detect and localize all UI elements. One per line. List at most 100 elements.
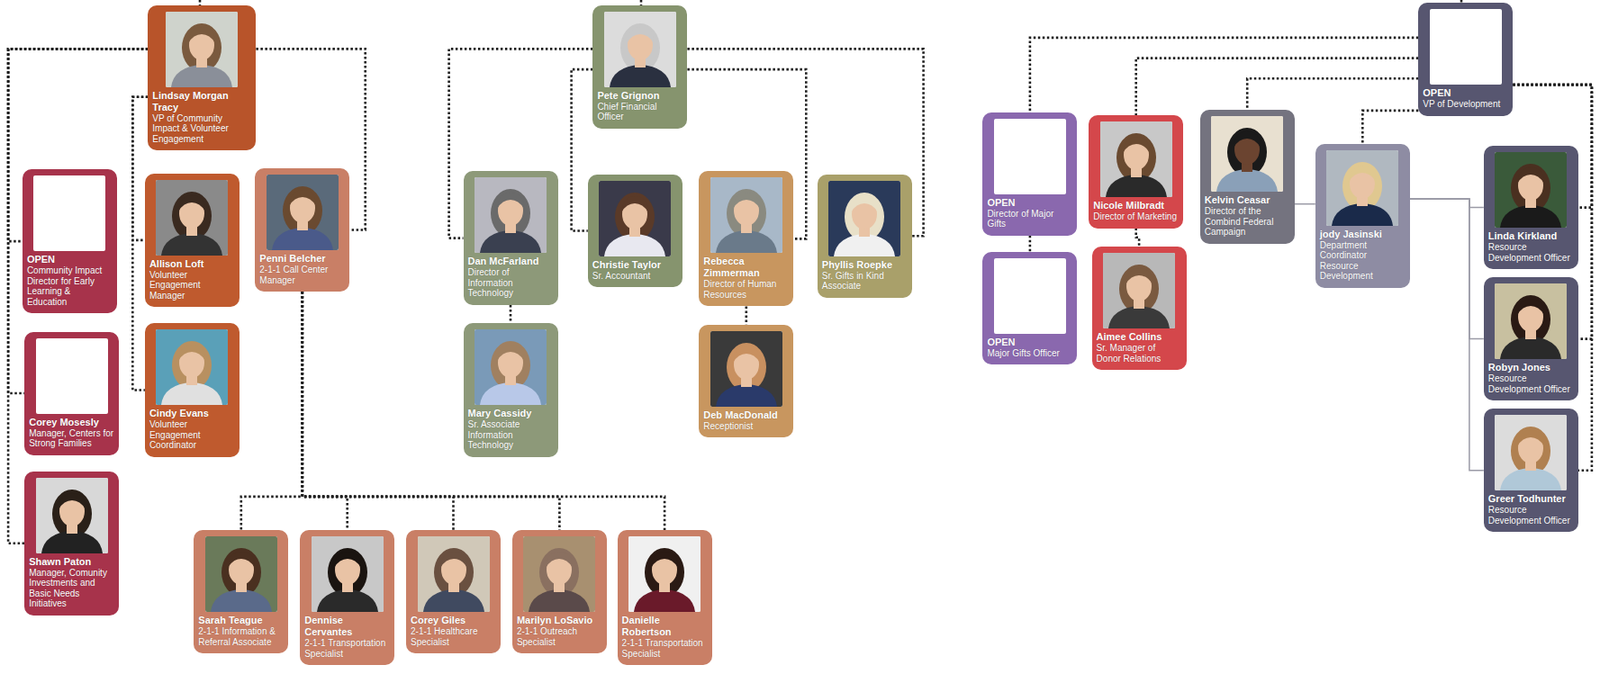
shoulders: [316, 589, 379, 613]
org-card: Phyllis RoepkeSr. Gifts in Kind Associat…: [817, 174, 913, 299]
org-card: Dennise Cervantes2-1-1 Transportation Sp…: [299, 530, 395, 666]
person-name: Corey Giles: [410, 614, 497, 627]
org-card: OPENVP of Development: [1418, 2, 1513, 117]
org-card: Mary CassidySr. Associate Information Te…: [463, 323, 559, 458]
portrait-illustration: [155, 180, 228, 256]
org-card: Danielle Robertson2-1-1 Transportation S…: [617, 530, 713, 666]
shoulders: [210, 589, 272, 613]
reporting-line: [744, 306, 748, 325]
person-name: Lindsay Morgan Tracy: [152, 90, 252, 114]
person-name: OPEN: [1422, 87, 1509, 100]
hair-top: [650, 551, 678, 569]
hair-top: [178, 195, 206, 212]
reporting-line: [241, 291, 303, 531]
photo-background: [604, 11, 677, 88]
person-name: Rebecca Zimmerman: [703, 255, 789, 280]
hair-back: [1510, 295, 1551, 344]
shoulders: [633, 589, 696, 613]
job-title: Department Coordinator Resource Developm…: [1319, 240, 1406, 282]
photo-background: [1494, 152, 1567, 228]
portrait-illustration: [1326, 150, 1399, 226]
shoulders: [41, 531, 103, 554]
shoulders: [1105, 174, 1167, 198]
photo-background: [710, 331, 783, 407]
hair-back: [490, 341, 531, 390]
reporting-line: [1294, 203, 1316, 206]
portrait-photo: [604, 11, 677, 88]
org-card: Kelvin CeasarDirector of the Combind Fed…: [1200, 109, 1295, 245]
portrait-photo: [1494, 415, 1567, 491]
hair-back: [1510, 426, 1551, 476]
job-title: Director of Major Gifts: [986, 208, 1073, 230]
hair-top: [621, 196, 649, 213]
job-title: VP of Community Impact & Volunteer Engag…: [152, 113, 252, 145]
photo-background: [474, 177, 547, 254]
reporting-line: [302, 291, 561, 531]
org-card: OPENDirector of Major Gifts: [982, 112, 1077, 236]
portrait-illustration: [1211, 116, 1284, 192]
empty-photo: [994, 118, 1067, 195]
portrait-photo: [598, 180, 671, 257]
photo-background: [205, 536, 278, 613]
shoulders: [609, 64, 671, 88]
photo-background: [165, 11, 238, 88]
photo-background: [155, 180, 228, 256]
portrait-illustration: [710, 177, 783, 254]
hair-back: [282, 186, 323, 236]
hair-back: [644, 548, 685, 597]
hair-back: [181, 23, 222, 73]
job-title: Director of Marketing: [1093, 211, 1179, 223]
portrait-photo: [474, 329, 547, 406]
hair-top: [1517, 430, 1545, 447]
portrait-photo: [523, 536, 596, 613]
portrait-illustration: [710, 331, 783, 407]
person-name: Aimee Collins: [1096, 331, 1183, 344]
hair-top: [178, 344, 206, 362]
org-card: Rebecca ZimmermanDirector of Human Resou…: [698, 171, 794, 307]
hair-top: [732, 192, 760, 209]
photo-background: [1102, 253, 1176, 329]
person-name: OPEN: [986, 197, 1073, 209]
org-card: Cindy EvansVolunteer Engagement Coordina…: [144, 323, 240, 458]
hair-top: [545, 551, 573, 569]
portrait-photo: [1326, 150, 1399, 226]
person-name: Danielle Robertson: [622, 614, 708, 639]
job-title: Resource Development Officer: [1488, 242, 1574, 263]
portrait-photo: [165, 11, 238, 88]
shoulders: [1500, 205, 1562, 228]
empty-photo: [33, 175, 106, 252]
job-title: Receptionist: [703, 421, 789, 433]
hair-back: [620, 23, 660, 73]
portrait-illustration: [828, 180, 901, 257]
job-title: Manager, Comunity Investments and Basic …: [28, 568, 115, 610]
portrait-photo: [710, 331, 783, 407]
photo-background: [474, 329, 547, 406]
person-name: Dan McFarland: [468, 255, 554, 268]
job-title: Volunteer Engagement Coordinator: [149, 419, 236, 452]
portrait-illustration: [36, 478, 109, 554]
reporting-line: [1029, 235, 1032, 253]
photo-background: [1211, 116, 1284, 192]
hair-top: [188, 27, 216, 44]
shoulders: [715, 384, 778, 407]
person-name: Shawn Paton: [28, 556, 115, 569]
hair-back: [52, 489, 92, 539]
hair-top: [1233, 131, 1261, 148]
hair-back: [171, 341, 212, 390]
portrait-photo: [417, 536, 490, 613]
photo-background: [1326, 150, 1399, 226]
job-title: 2-1-1 Information & Referral Associate: [198, 626, 284, 648]
org-card: Christie TaylorSr. Accountant: [587, 174, 683, 289]
person-name: Pete Grignon: [596, 90, 683, 102]
hair-top: [440, 551, 468, 569]
empty-photo: [1429, 9, 1502, 85]
portrait-photo: [1494, 152, 1567, 228]
job-title: 2-1-1 Healthcare Specialist: [410, 626, 497, 648]
hair-top: [497, 344, 525, 362]
org-card: Shawn PatonManager, Comunity Investments…: [24, 471, 119, 616]
hair-top: [1125, 268, 1153, 285]
person-name: Mary Cassidy: [468, 407, 554, 420]
job-title: Sr. Associate Information Technology: [468, 419, 554, 452]
person-name: Sarah Teague: [198, 614, 284, 627]
